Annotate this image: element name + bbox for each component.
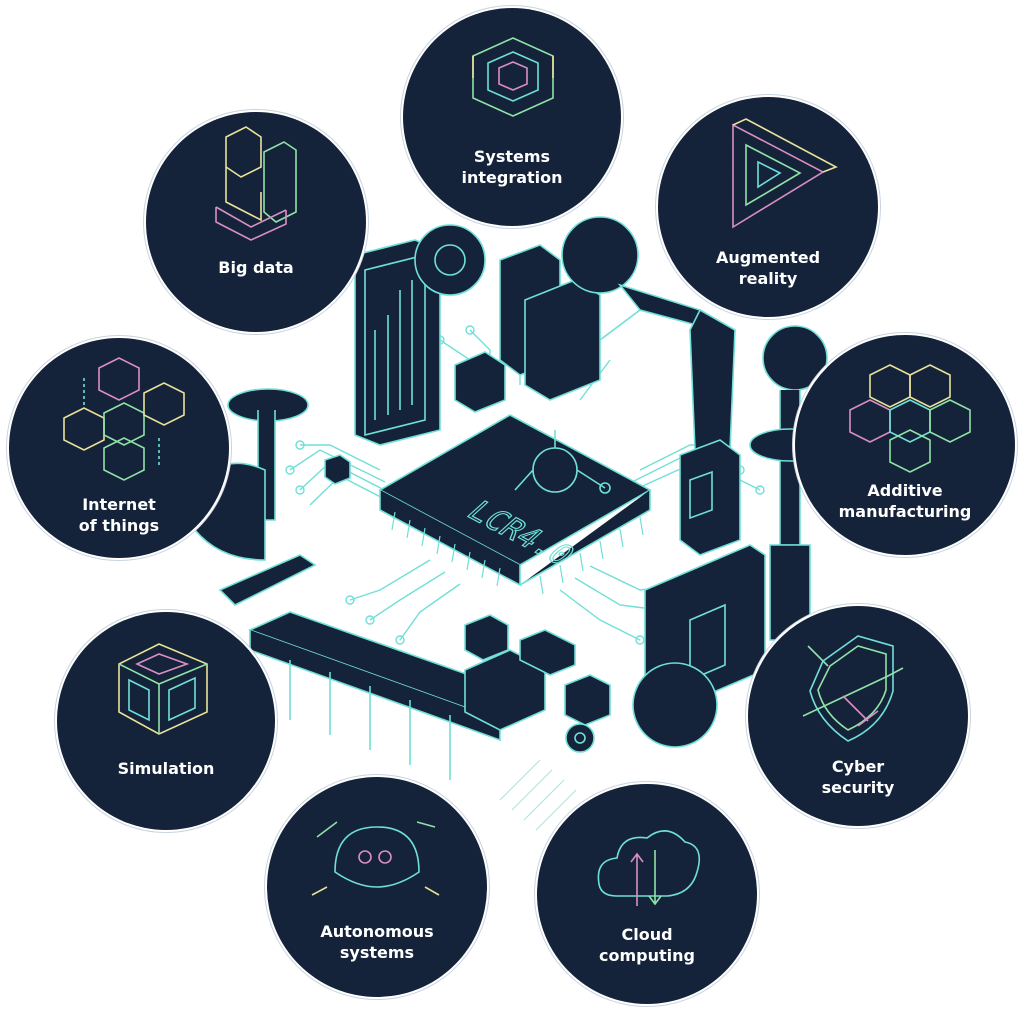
cube-cross-icon	[849, 364, 971, 473]
node-label: Internet of things	[78, 495, 160, 535]
processor-chip	[378, 414, 652, 595]
node-autonomous-systems: Autonomous systems	[267, 777, 487, 997]
connected-cubes-icon	[63, 357, 185, 481]
hollow-cube-icon	[118, 643, 208, 735]
node-label: Autonomous systems	[320, 922, 434, 962]
node-label: Additive manufacturing	[838, 481, 972, 521]
gear-shape	[414, 224, 486, 296]
cloud-arrows-icon	[597, 830, 701, 906]
node-label: Big data	[218, 258, 294, 277]
stacked-24-icon	[215, 126, 297, 241]
monitor-screen	[632, 544, 766, 748]
node-big-data: Big data	[146, 112, 366, 332]
robot-face-icon	[311, 821, 440, 896]
node-simulation: Simulation	[57, 612, 275, 830]
node-label: Cyber security	[821, 757, 895, 797]
shield-icon	[802, 635, 904, 742]
node-label: Augmented reality	[715, 248, 821, 288]
tablet-device	[354, 239, 441, 446]
control-cabinet	[679, 439, 741, 556]
small-cubes	[324, 454, 611, 726]
node-label: Systems integration	[461, 147, 563, 187]
box-stack	[454, 244, 601, 413]
node-additive-manufacturing: Additive manufacturing	[795, 335, 1015, 555]
impossible-square-icon	[472, 37, 554, 117]
node-systems-integration: Systems integration	[403, 8, 621, 226]
robot-arm	[561, 216, 736, 451]
node-label: Simulation	[117, 759, 215, 778]
node-internet-of-things: Internet of things	[9, 338, 229, 558]
conveyor-belt	[247, 611, 546, 780]
small-gear	[565, 723, 595, 753]
node-label: Cloud computing	[599, 925, 695, 965]
node-cloud-computing: Cloud computing	[537, 784, 757, 1004]
node-augmented-reality: Augmented reality	[658, 97, 878, 317]
penrose-triangle-icon	[732, 118, 838, 229]
node-cyber-security: Cyber security	[748, 606, 968, 826]
